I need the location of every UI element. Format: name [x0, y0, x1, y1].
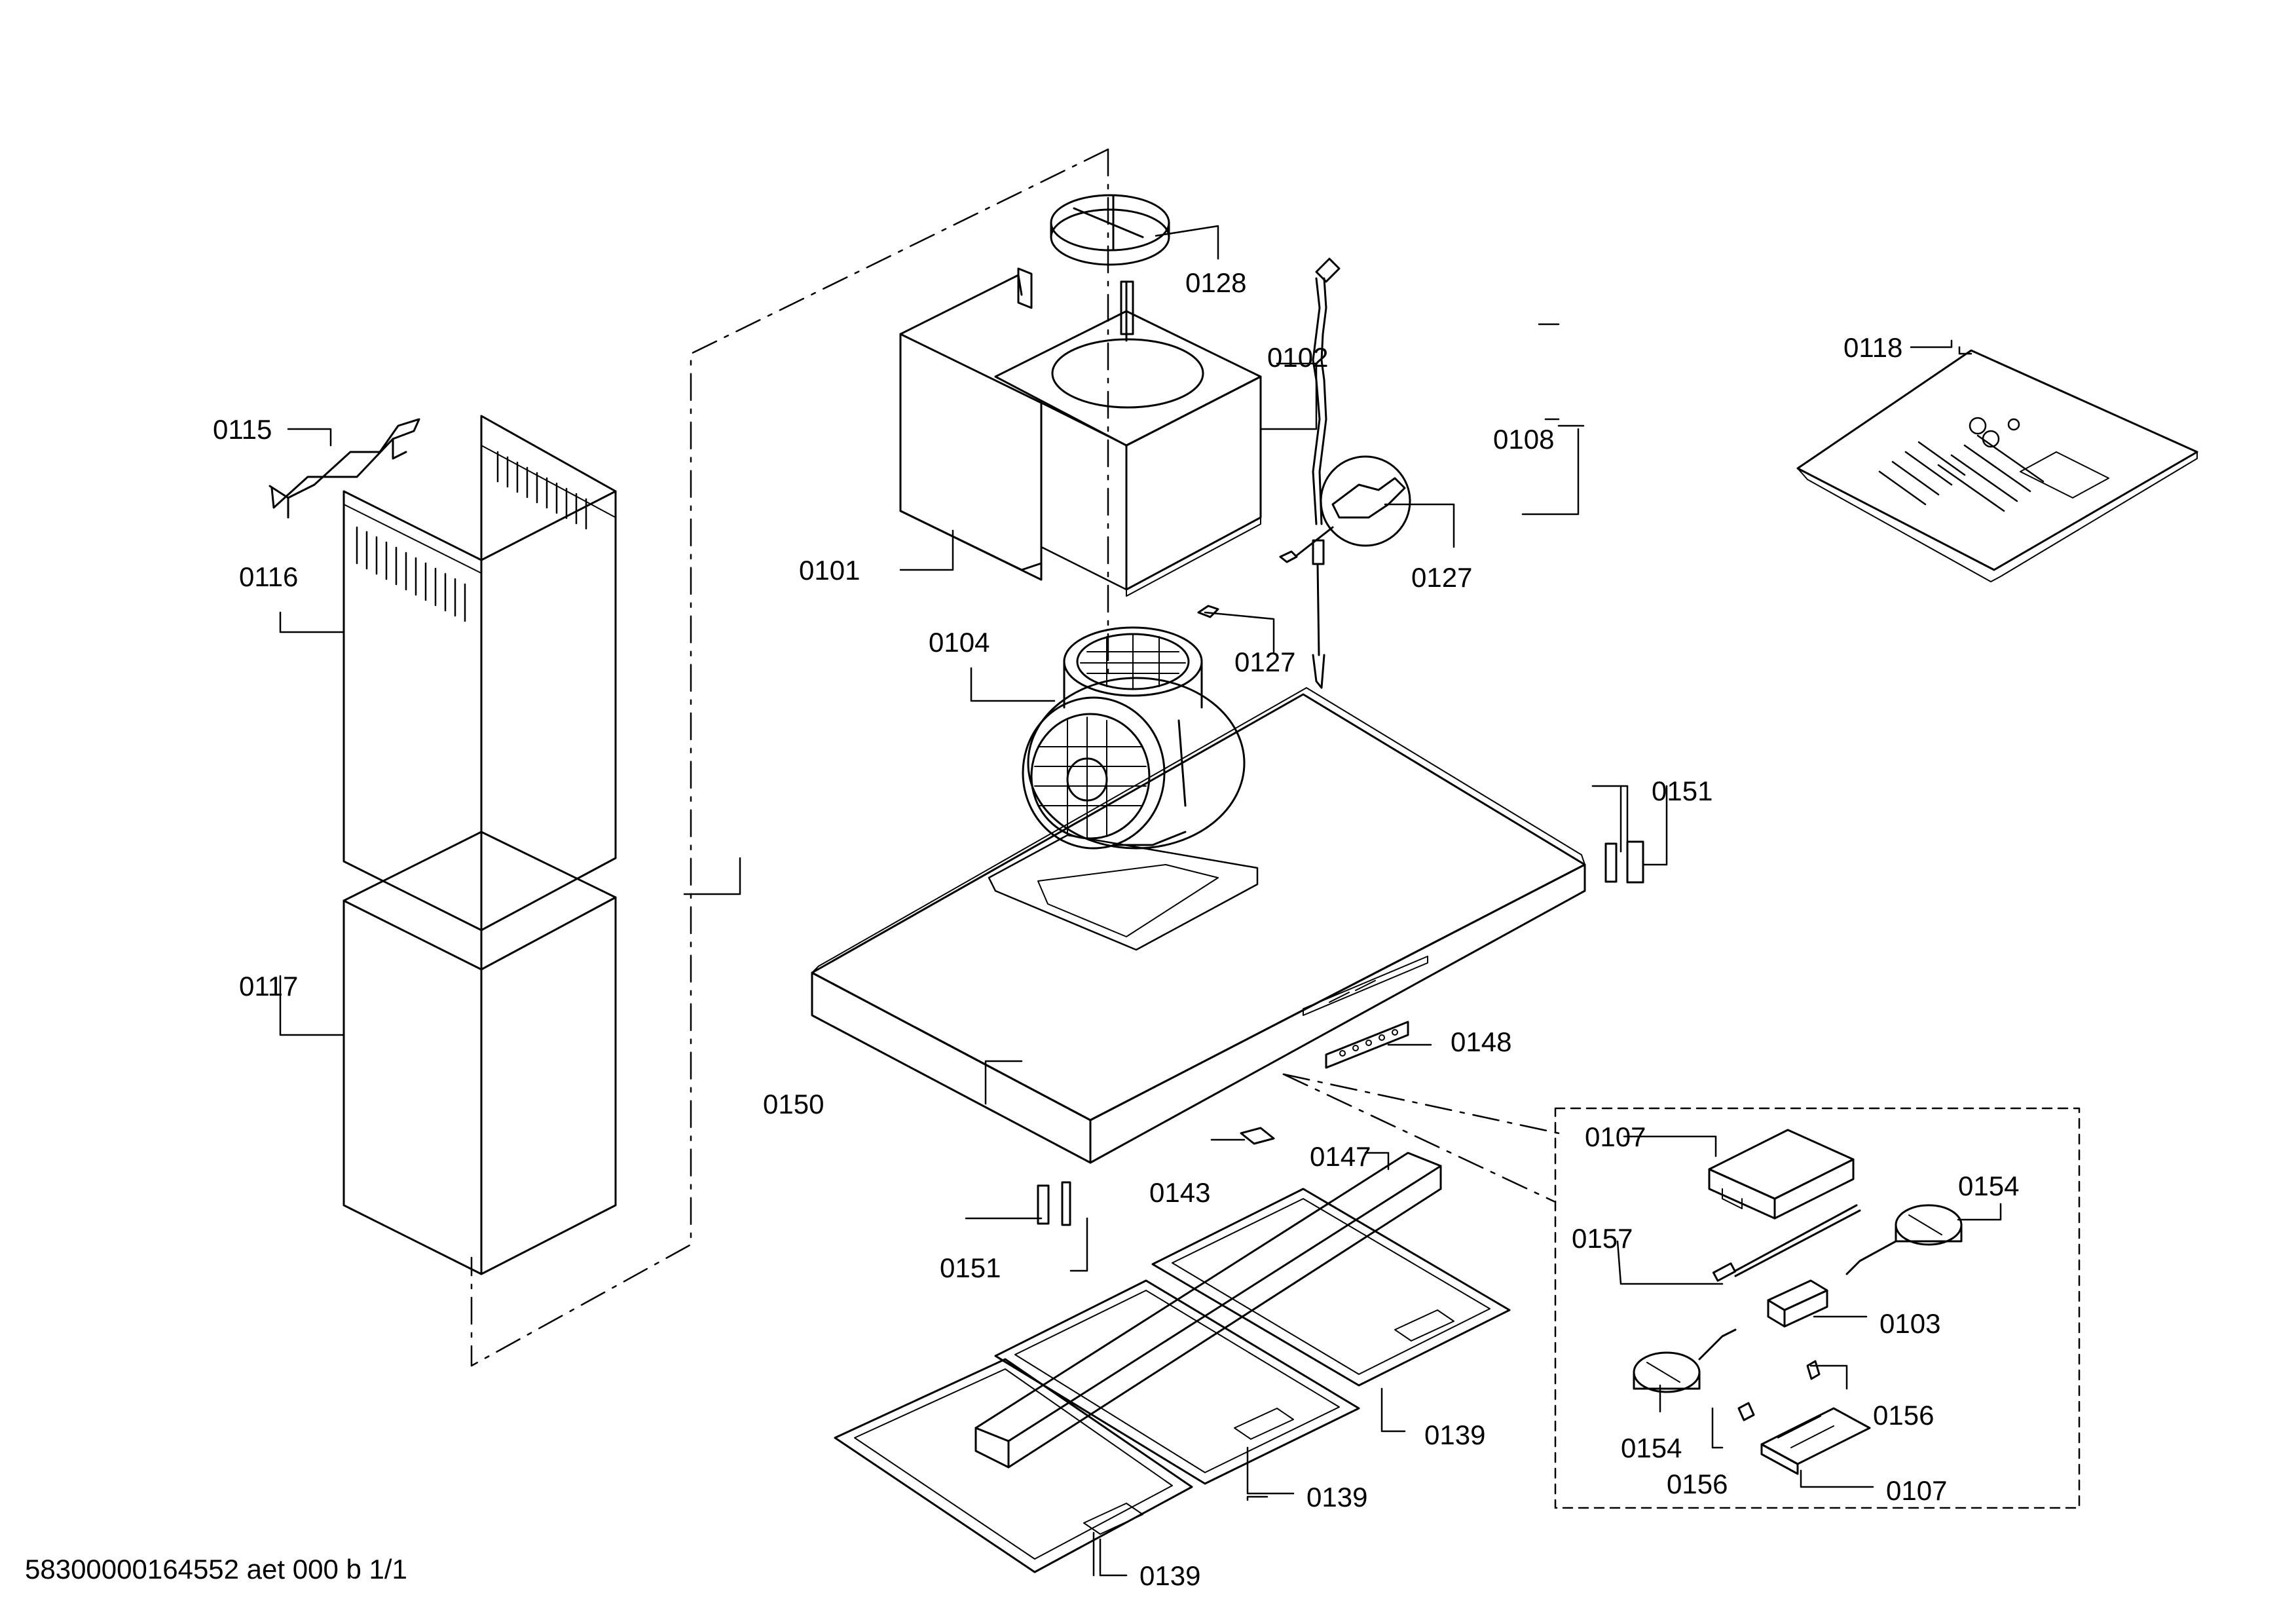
label-0118: 0118 — [1843, 332, 1902, 363]
label-0116: 0116 — [239, 561, 298, 592]
label-0103: 0103 — [1879, 1308, 1940, 1339]
label-0107-top: 0107 — [1585, 1121, 1646, 1152]
fixing-kit-bag — [1796, 349, 2198, 582]
knob-right — [1845, 1204, 1963, 1275]
assembly-guide-lines — [470, 148, 1560, 1367]
label-0156-left: 0156 — [1667, 1469, 1728, 1499]
label-0115: 0115 — [213, 414, 272, 445]
clip-pair-right — [1604, 840, 1644, 884]
label-0143: 0143 — [1149, 1177, 1210, 1208]
label-0157: 0157 — [1572, 1223, 1633, 1254]
leader-lines — [279, 225, 2002, 1577]
clip-detail — [1279, 455, 1411, 563]
part-labels: 0115 0116 0117 0128 0102 0101 0127 0127 … — [213, 267, 2019, 1591]
control-panel — [1325, 1021, 1409, 1069]
chimney-bracket — [268, 418, 420, 519]
small-clip-right — [1806, 1360, 1821, 1380]
hood-canopy — [811, 687, 1586, 1164]
label-0107-bottom: 0107 — [1886, 1475, 1947, 1506]
clip-small — [1197, 605, 1219, 618]
label-0156-right: 0156 — [1873, 1400, 1934, 1431]
label-0151-right: 0151 — [1652, 776, 1713, 806]
grease-filter-middle — [994, 1279, 1360, 1485]
spigot-ring — [1050, 194, 1170, 266]
document-reference: 58300000164552 aet 000 b 1/1 — [25, 1554, 407, 1585]
mounting-cage — [899, 267, 1262, 597]
upper-chimney — [343, 415, 617, 931]
small-clip-left — [1737, 1402, 1755, 1421]
label-0151-left: 0151 — [940, 1252, 1001, 1283]
label-0127-bottom: 0127 — [1234, 647, 1295, 677]
knob-left — [1633, 1328, 1737, 1393]
label-0139-back: 0139 — [1424, 1419, 1485, 1450]
terminal-block-bottom — [1760, 1407, 1871, 1475]
lower-chimney — [343, 831, 617, 1275]
electronics-group-box — [1554, 1107, 2081, 1509]
fan-motor — [1022, 626, 1246, 850]
label-0128: 0128 — [1185, 267, 1246, 298]
label-0101: 0101 — [799, 555, 860, 586]
clip-pair-left — [1037, 1181, 1071, 1226]
switch — [1767, 1279, 1828, 1328]
grease-filter-back — [1151, 1188, 1511, 1387]
label-0127-top: 0127 — [1411, 562, 1472, 593]
label-0139-middle: 0139 — [1306, 1482, 1367, 1512]
label-0148: 0148 — [1451, 1026, 1511, 1057]
label-0139-front: 0139 — [1139, 1560, 1200, 1591]
label-0154-left: 0154 — [1621, 1433, 1682, 1463]
label-0117: 0117 — [239, 971, 298, 1002]
label-0147: 0147 — [1310, 1141, 1371, 1172]
label-0102: 0102 — [1267, 342, 1328, 373]
power-cord — [1312, 257, 1341, 689]
label-0154-right: 0154 — [1958, 1171, 2019, 1201]
label-0150: 0150 — [763, 1089, 824, 1119]
wire — [1712, 1204, 1861, 1282]
label-0104: 0104 — [929, 627, 990, 658]
terminal-block-top — [1708, 1129, 1855, 1220]
small-cover — [1240, 1127, 1275, 1145]
label-0108: 0108 — [1493, 424, 1554, 455]
grease-filter-front — [834, 1358, 1193, 1573]
